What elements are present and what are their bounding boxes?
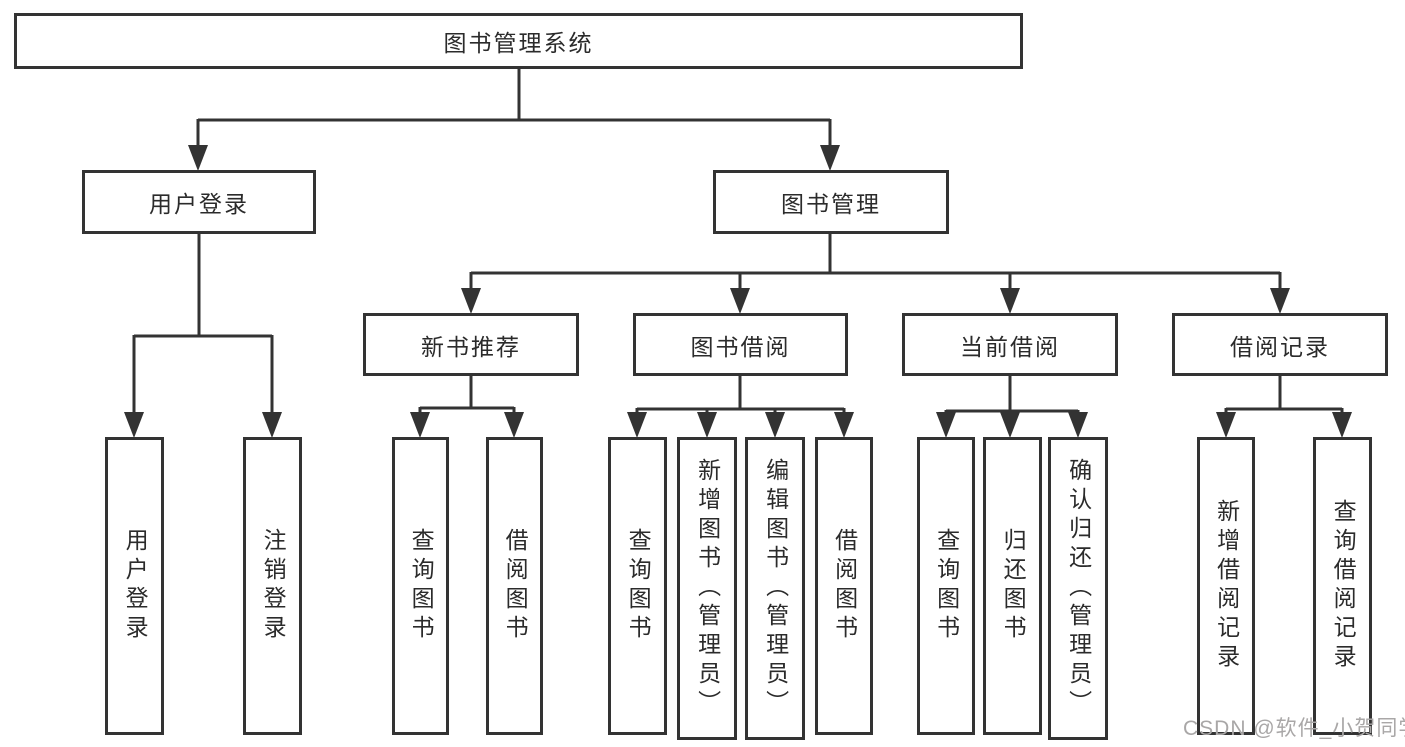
node-label: 新书推荐 [421,333,521,360]
node-label: 注销登录 [260,528,287,644]
node-label: 用户登录 [149,191,249,217]
csdn-watermark: CSDN @软件_小贺同学 [1183,717,1405,740]
node-current-return-books: 归还图书 [983,437,1042,735]
node-borrowing-query-books: 查询图书 [608,437,667,735]
node-label: 用户登录 [122,528,149,644]
node-label: 图书借阅 [690,333,791,360]
node-label: 借阅记录 [1230,333,1330,360]
node-book-management-group: 图书管理 [713,170,949,234]
node-recommend-borrow-books: 借阅图书 [486,437,543,735]
node-borrowing-borrow-books: 借阅图书 [815,437,873,735]
node-borrowing-add-books-admin: 新增图书（管理员） [677,437,737,740]
node-label: 查询图书 [933,528,960,644]
node-book-management-system: 图书管理系统 [14,13,1023,69]
node-borrowing-records: 借阅记录 [1172,313,1388,376]
node-label: 查询图书 [625,528,652,644]
node-label: 确认归还（管理员） [1065,458,1092,719]
node-label: 新增图书（管理员） [694,458,721,719]
node-label: 图书管理 [781,191,881,217]
node-logout-login: 注销登录 [243,437,302,735]
node-user-login: 用户登录 [105,437,164,735]
node-label: 借阅图书 [831,528,858,644]
node-new-book-recommend: 新书推荐 [363,313,579,376]
node-label: 查询借阅记录 [1330,499,1357,673]
node-label: 新增借阅记录 [1213,499,1240,673]
node-label: 归还图书 [1000,528,1027,644]
node-label: 图书管理系统 [443,30,594,56]
node-records-add-record: 新增借阅记录 [1197,437,1255,735]
node-current-query-books: 查询图书 [917,437,975,735]
node-label: 当前借阅 [960,333,1060,360]
node-records-query-record: 查询借阅记录 [1313,437,1372,735]
node-borrowing-edit-books-admin: 编辑图书（管理员） [745,437,805,740]
node-recommend-query-books: 查询图书 [392,437,449,735]
node-label: 借阅图书 [502,528,529,644]
node-current-confirm-return-admin: 确认归还（管理员） [1048,437,1108,740]
node-current-borrowing: 当前借阅 [902,313,1118,376]
node-book-borrowing: 图书借阅 [633,313,848,376]
node-label: 查询图书 [408,528,435,644]
node-label: 编辑图书（管理员） [762,458,789,719]
node-user-login-group: 用户登录 [82,170,316,234]
